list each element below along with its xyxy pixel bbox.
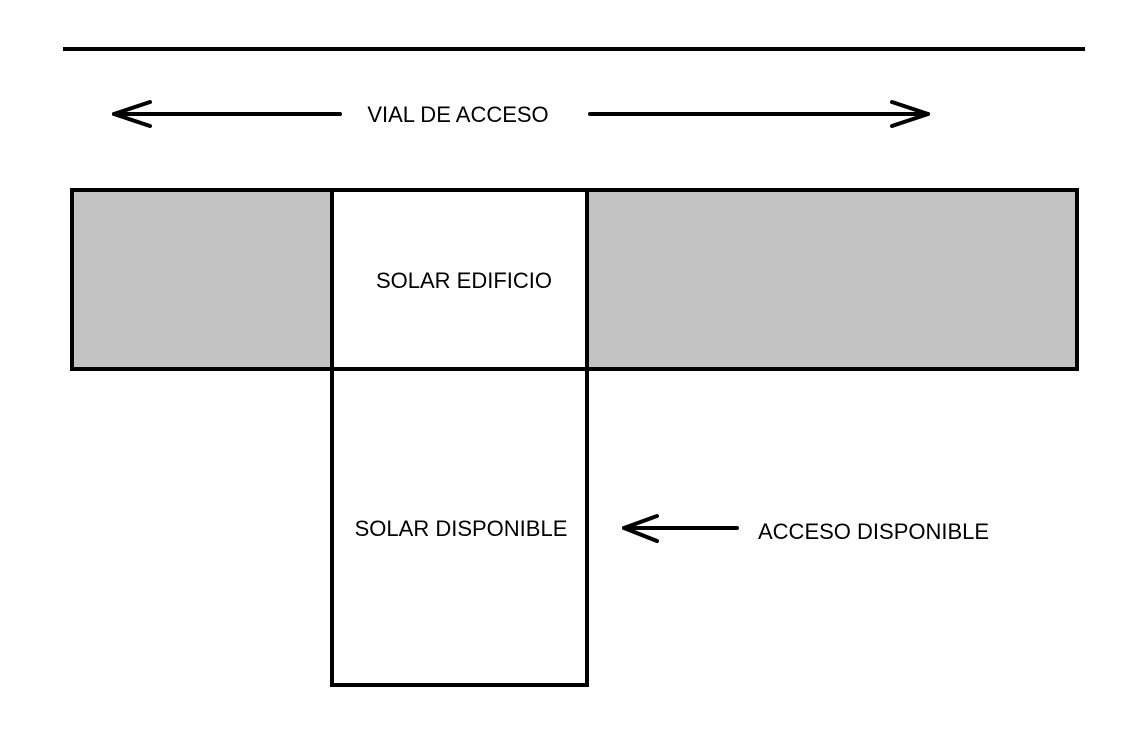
left-neighbor-plot	[70, 188, 334, 371]
right-neighbor-plot	[585, 188, 1079, 371]
building-plot	[330, 188, 589, 371]
available-plot-label: SOLAR DISPONIBLE	[355, 516, 568, 541]
road-right-arrow	[588, 100, 930, 128]
road-left-arrow	[112, 100, 342, 128]
access-label: ACCESO DISPONIBLE	[758, 519, 989, 544]
access-arrow	[622, 514, 739, 543]
road-label: VIAL DE ACCESO	[367, 102, 548, 127]
available-plot	[330, 367, 589, 687]
building-plot-label: SOLAR EDIFICIO	[376, 268, 552, 293]
